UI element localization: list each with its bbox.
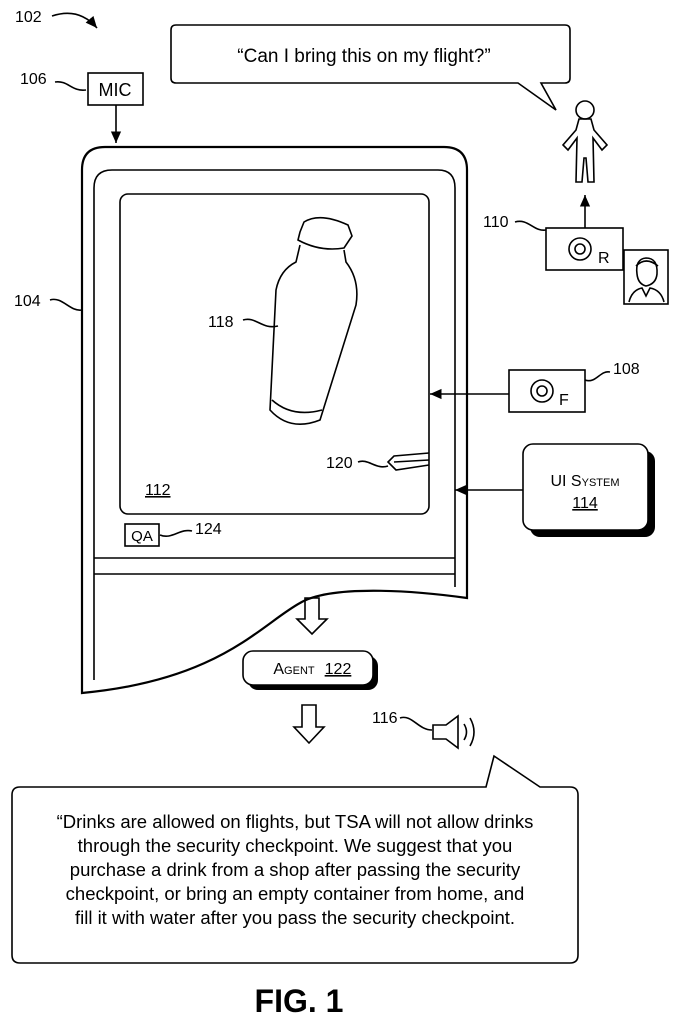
front-camera-letter: F [559,392,569,409]
response-line-2: through the security checkpoint. We sugg… [78,835,513,856]
arrow-down-icon [294,705,324,743]
pointer-tool: 120 [326,453,429,472]
ui-system-ref: 114 [572,495,598,512]
agent-ref: 122 [325,661,352,678]
response-line-5: fill it with water after you pass the se… [75,907,515,928]
response-speech-bubble: “Drinks are allowed on flights, but TSA … [12,756,578,963]
bottle-image: 118 [208,218,357,425]
ui-system-label: UI System [550,473,619,490]
speaker-icon: 116 [372,710,474,748]
response-line-4: checkpoint, or bring an empty container … [66,883,525,904]
speaker-ref: 116 [372,710,398,727]
figure-caption: FIG. 1 [255,983,344,1019]
response-line-1: “Drinks are allowed on flights, but TSA … [57,811,534,832]
screen-ref: 112 [145,482,171,499]
mic-label: MIC [99,80,132,100]
device-ref: 104 [14,293,41,310]
ref-102-label: 102 [15,9,42,26]
portrait-photo-icon [624,250,668,304]
qa-label: QA [131,528,153,545]
mic-box: MIC 106 [20,71,143,143]
qa-box: QA 124 [125,521,222,546]
agent-label: Agent [273,661,315,678]
camera-rear-icon [569,238,591,260]
front-camera-ref: 108 [613,361,640,378]
response-line-3: purchase a drink from a shop after passi… [70,859,521,880]
user-speech-text: “Can I bring this on my flight?” [237,46,490,67]
front-camera: F 108 [430,361,640,412]
person-figure [563,101,607,182]
qa-ref: 124 [195,521,222,538]
device-body: 104 [14,147,467,693]
arrow-down-icon [297,598,327,634]
rear-camera-letter: R [598,250,610,267]
ui-system-box: UI System 114 [455,444,655,537]
camera-front-icon [531,380,553,402]
bottle-ref: 118 [208,314,234,331]
agent-box: Agent 122 [243,651,378,690]
mic-ref: 106 [20,71,47,88]
user-speech-bubble: “Can I bring this on my flight?” [171,25,570,110]
pointer-ref: 120 [326,455,353,472]
rear-camera-ref: 110 [483,214,509,231]
rear-camera: R 110 [483,214,623,270]
ref-102: 102 [15,9,97,28]
